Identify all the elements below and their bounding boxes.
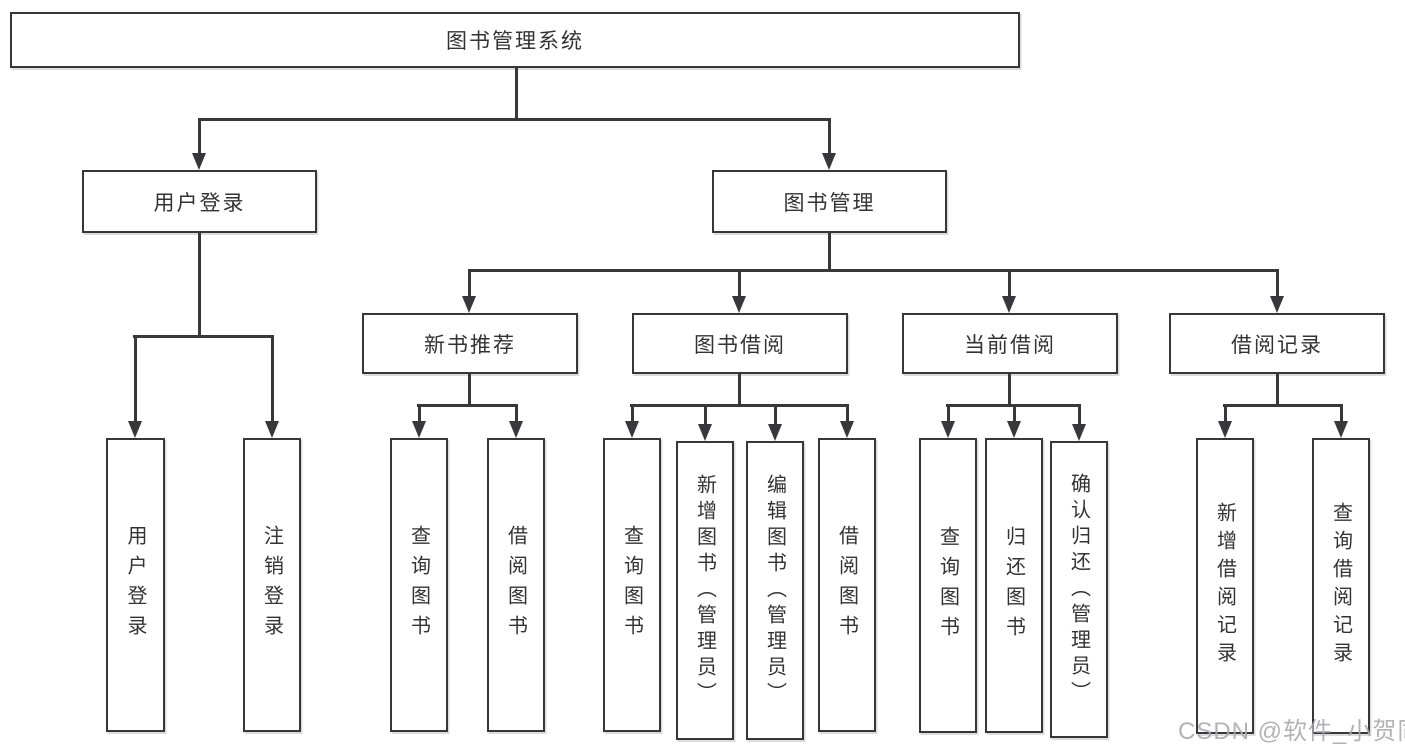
connector-user-login-stem [198,233,201,336]
arrow-down-icon [192,153,206,170]
arrow-down-icon [1334,421,1348,438]
arrow-down-icon [412,421,426,438]
node-borrow-records-label: 借阅记录 [1231,333,1323,357]
connector-borrow-records-horizontal [1223,404,1343,407]
connector-drop-leaf-user-login [134,335,137,423]
connector-recommend-stem [468,374,471,406]
arrow-down-icon [509,421,523,438]
arrow-down-icon [1218,421,1232,438]
leaf-recommend-query-books-label: 查询图书 [407,525,430,645]
connector-book-mgmt-stem [828,233,831,271]
arrow-down-icon [625,421,639,438]
leaf-edit-books-admin-label: 编辑图书（管理员） [763,473,786,708]
node-new-book-recommend: 新书推荐 [362,313,578,374]
node-book-borrow: 图书借阅 [632,313,848,374]
leaf-return-books: 归还图书 [985,438,1043,733]
csdn-watermark: CSDN @软件_小贺同学 [1178,718,1405,745]
leaf-query-borrow-record: 查询借阅记录 [1312,438,1370,734]
connector-drop [1340,404,1343,423]
leaf-recommend-borrow-books: 借阅图书 [487,438,545,732]
connector-drop-book-management [828,118,831,156]
arrow-down-icon [840,421,854,438]
connector-book-borrow-stem [738,374,741,406]
node-new-book-recommend-label: 新书推荐 [424,333,516,357]
arrow-down-icon [941,421,955,438]
leaf-recommend-query-books: 查询图书 [390,438,448,732]
connector-user-login-horizontal [133,335,274,338]
connector-drop-user-login [198,118,201,156]
node-root-label: 图书管理系统 [446,30,584,53]
node-current-borrow-label: 当前借阅 [964,333,1056,357]
connector-recommend-horizontal [417,404,518,407]
connector-drop [1224,404,1227,423]
leaf-confirm-return-admin-label: 确认归还（管理员） [1067,472,1090,707]
connector-root-stem [515,68,518,119]
arrow-down-icon [1002,296,1016,313]
leaf-logout-label: 注销登录 [260,525,283,645]
arrow-down-icon [1007,421,1021,438]
node-root: 图书管理系统 [10,12,1020,68]
leaf-add-borrow-record: 新增借阅记录 [1196,438,1254,734]
leaf-current-query-books: 查询图书 [919,438,977,733]
connector-current-borrow-stem [1008,374,1011,406]
node-borrow-records: 借阅记录 [1169,313,1385,374]
arrow-down-icon [128,421,142,438]
node-user-login: 用户登录 [82,170,317,233]
arrow-down-icon [462,296,476,313]
connector-drop-new-book-recommend [468,269,471,298]
connector-drop-leaf-logout [271,335,274,423]
node-book-management: 图书管理 [712,170,947,233]
arrow-down-icon [698,424,712,441]
leaf-current-query-books-label: 查询图书 [936,525,959,646]
leaf-add-books-admin: 新增图书（管理员） [676,441,734,740]
node-book-borrow-label: 图书借阅 [694,333,786,357]
arrow-down-icon [265,421,279,438]
connector-book-mgmt-horizontal [468,269,1279,272]
connector-drop [1013,404,1016,423]
connector-root-horizontal [198,118,831,121]
connector-drop [846,404,849,423]
leaf-add-borrow-record-label: 新增借阅记录 [1213,502,1236,670]
connector-borrow-records-stem [1276,374,1279,406]
connector-drop [418,404,421,423]
connector-drop-borrow-records [1276,269,1279,298]
leaf-recommend-borrow-books-label: 借阅图书 [504,525,527,645]
leaf-borrow-borrow-books: 借阅图书 [818,438,876,732]
leaf-add-books-admin-label: 新增图书（管理员） [693,473,716,708]
node-user-login-label: 用户登录 [153,191,246,215]
node-current-borrow: 当前借阅 [902,313,1118,374]
connector-drop-book-borrow [738,269,741,298]
connector-drop [704,404,707,426]
leaf-user-login: 用户登录 [106,438,165,732]
leaf-borrow-query-books: 查询图书 [603,438,661,732]
arrow-down-icon [1072,424,1086,441]
leaf-return-books-label: 归还图书 [1002,525,1025,646]
connector-drop [947,404,950,423]
arrow-down-icon [1270,296,1284,313]
leaf-logout: 注销登录 [243,438,301,732]
leaf-query-borrow-record-label: 查询借阅记录 [1329,502,1352,670]
connector-book-borrow-horizontal [630,404,849,407]
leaf-edit-books-admin: 编辑图书（管理员） [746,441,804,740]
arrow-down-icon [732,296,746,313]
leaf-borrow-borrow-books-label: 借阅图书 [835,525,858,645]
node-book-management-label: 图书管理 [783,191,876,215]
connector-drop-current-borrow [1008,269,1011,298]
connector-drop [631,404,634,423]
leaf-user-login-label: 用户登录 [124,525,146,645]
arrow-down-icon [768,424,782,441]
connector-drop [774,404,777,426]
leaf-borrow-query-books-label: 查询图书 [620,525,643,645]
connector-drop [515,404,518,423]
connector-drop [1078,404,1081,426]
arrow-down-icon [822,153,836,170]
leaf-confirm-return-admin: 确认归还（管理员） [1050,441,1108,738]
